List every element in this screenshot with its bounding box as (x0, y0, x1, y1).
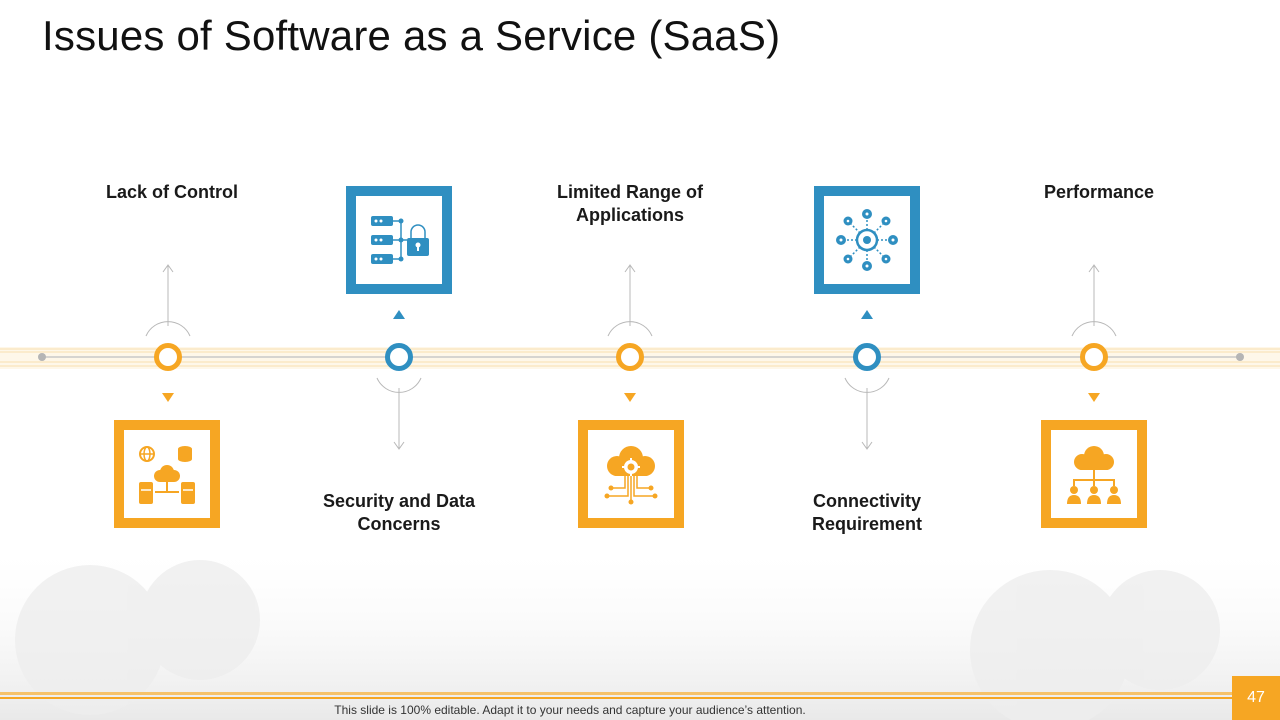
timeline-node-1 (154, 343, 182, 371)
timeline-label-lack-of-control: Lack of Control (105, 182, 238, 202)
footer-lines (0, 692, 1232, 699)
timeline-end-dot (1236, 353, 1244, 361)
icon-box-limited-range (578, 420, 684, 528)
timeline-node-3 (616, 343, 644, 371)
pointer-triangle (861, 310, 873, 319)
icon-box-connectivity (814, 186, 920, 294)
cloud-database-network-icon (139, 446, 195, 504)
connector-arrow-up (607, 264, 653, 337)
connector-arrow-up (145, 264, 191, 337)
pointer-triangle (624, 393, 636, 402)
page-number: 47 (1232, 676, 1280, 720)
footer-text: This slide is 100% editable. Adapt it to… (334, 703, 806, 717)
timeline-node-2 (385, 343, 413, 371)
icon-box-security (346, 186, 452, 294)
cloud-shapes (15, 560, 1220, 720)
timeline-node-5 (1080, 343, 1108, 371)
cloud-hierarchy-users-icon (1067, 446, 1121, 504)
connector-arrow-down (844, 377, 890, 450)
timeline-label-connectivity: Connectivity Requirement (811, 491, 923, 534)
timeline-node-4 (853, 343, 881, 371)
timeline-label-security: Security and Data Concerns (322, 491, 476, 534)
timeline-start-dot (38, 353, 46, 361)
pointer-triangle (162, 393, 174, 402)
network-hub-icon (836, 209, 898, 271)
pointer-triangle (1088, 393, 1100, 402)
icon-box-lack-of-control (114, 420, 220, 528)
timeline-label-limited-range: Limited Range of Applications (556, 182, 703, 225)
pointer-triangle (393, 310, 405, 319)
slide-title: Issues of Software as a Service (SaaS) (42, 12, 781, 59)
connector-arrow-up (1071, 264, 1117, 337)
icon-box-performance (1041, 420, 1147, 528)
cloud-gear-circuit-icon (604, 446, 658, 505)
timeline-label-performance: Performance (1043, 182, 1155, 202)
connector-arrow-down (376, 377, 422, 450)
server-lock-icon (371, 216, 429, 264)
